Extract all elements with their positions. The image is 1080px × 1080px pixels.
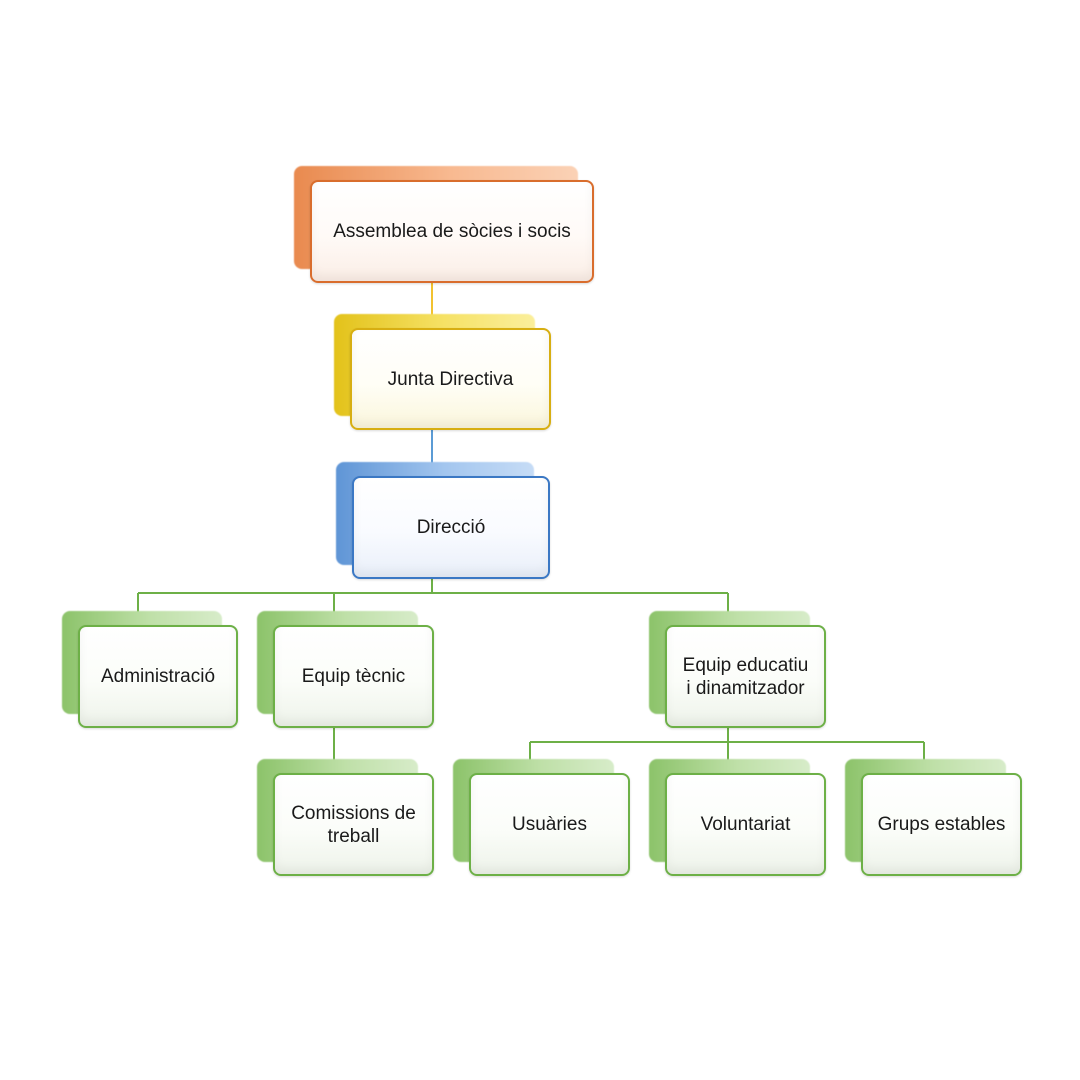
- node-junta-label: Junta Directiva: [387, 368, 514, 390]
- node-assemblea-label: Assemblea de sòcies i socis: [333, 221, 571, 242]
- connector-direccio-children: [137, 579, 729, 625]
- node-comissions-label: Comissions de treball: [291, 802, 416, 847]
- node-grups-estables-box: Grups estables: [861, 773, 1022, 876]
- node-administracio-label: Administració: [100, 666, 216, 687]
- node-administracio: Administració: [62, 611, 238, 728]
- node-equip-tecnic-box: Equip tècnic: [273, 625, 434, 728]
- node-comissions-box: Comissions de treball: [273, 773, 434, 876]
- node-usuaries-box: Usuàries: [469, 773, 630, 876]
- node-equip-educatiu: Equip educatiu i dinamitzador: [649, 611, 826, 728]
- node-equip-educatiu-box: Equip educatiu i dinamitzador: [665, 625, 826, 728]
- node-grups-estables: Grups estables: [845, 759, 1022, 876]
- node-direccio-label: Direcció: [416, 517, 486, 538]
- node-assemblea: Assemblea de sòcies i socis: [294, 166, 594, 283]
- node-junta: Junta Directiva: [334, 314, 551, 430]
- node-direccio-box: Direcció: [352, 476, 550, 579]
- node-administracio-box: Administració: [78, 625, 238, 728]
- connector-equip-educatiu-children: [529, 728, 925, 773]
- node-voluntariat-box: Voluntariat: [665, 773, 826, 876]
- node-usuaries: Usuàries: [453, 759, 630, 876]
- node-comissions: Comissions de treball: [257, 759, 434, 876]
- node-junta-box: Junta Directiva: [350, 328, 551, 430]
- node-direccio: Direcció: [336, 462, 550, 579]
- node-grups-estables-label: Grups estables: [877, 814, 1006, 835]
- node-equip-educatiu-label: Equip educatiu i dinamitzador: [682, 654, 809, 699]
- node-assemblea-box: Assemblea de sòcies i socis: [310, 180, 594, 283]
- node-equip-tecnic-label: Equip tècnic: [301, 666, 406, 687]
- node-voluntariat: Voluntariat: [649, 759, 826, 876]
- node-equip-tecnic: Equip tècnic: [257, 611, 434, 728]
- node-voluntariat-label: Voluntariat: [700, 814, 791, 835]
- node-usuaries-label: Usuàries: [512, 814, 587, 835]
